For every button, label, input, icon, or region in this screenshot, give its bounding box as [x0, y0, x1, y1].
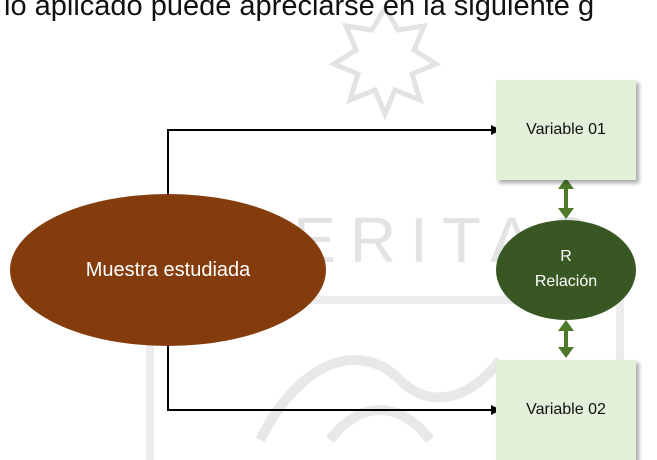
- header-text: lo aplicado puede apreciarse en la sigui…: [0, 0, 657, 40]
- double-arrow-upper: [558, 178, 574, 219]
- header-text-line: lo aplicado puede apreciarse en la sigui…: [4, 0, 595, 22]
- sample-label: Muestra estudiada: [85, 259, 251, 281]
- arrow-to-variable-02: [167, 344, 501, 415]
- variable-02-label: Variable 02: [526, 401, 606, 418]
- arrow-to-variable-01: [167, 125, 501, 198]
- variable-02-box: Variable 02: [496, 360, 636, 460]
- watermark-star-icon: [328, 3, 442, 121]
- double-arrow-lower: [558, 320, 574, 358]
- variable-01-label: Variable 01: [526, 121, 606, 138]
- variable-01-box: Variable 01: [496, 80, 636, 180]
- relation-label: Relación: [534, 273, 598, 290]
- relation-symbol: R: [560, 248, 572, 265]
